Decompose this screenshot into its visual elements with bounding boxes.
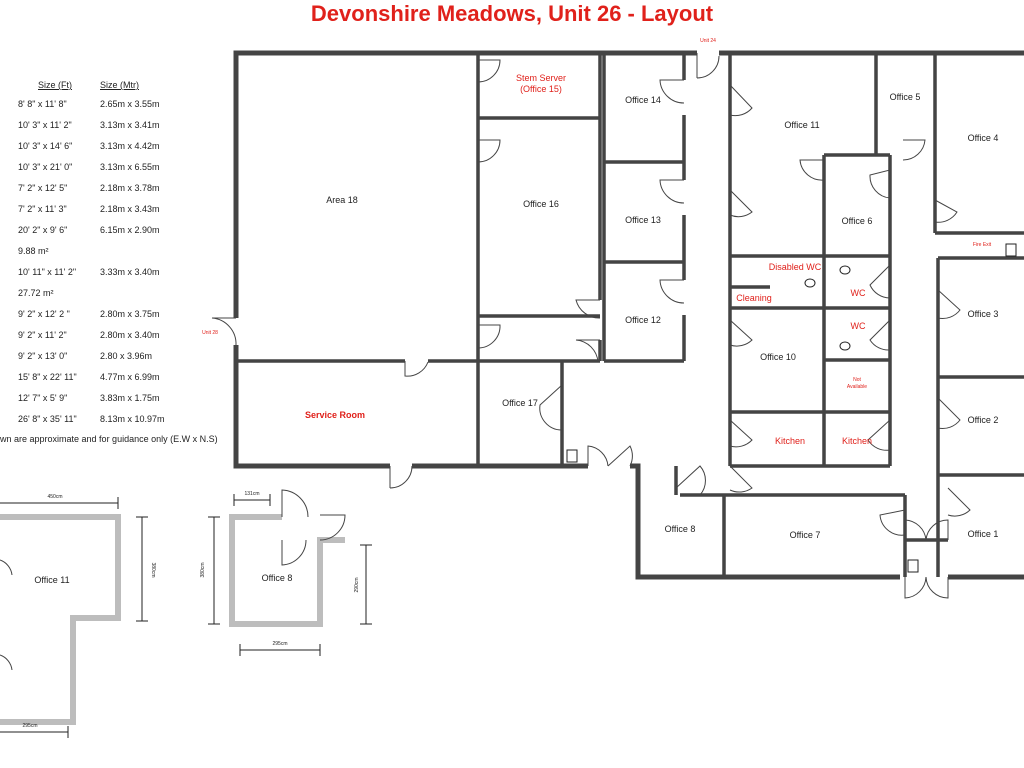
fire-point-icon	[1005, 243, 1017, 257]
detail-office-8-dim-top: 131cm	[244, 491, 259, 497]
page-title: Devonshire Meadows, Unit 26 - Layout	[310, 1, 714, 26]
table-row-m: 3.13m x 4.42m	[100, 141, 160, 151]
room-label-office-12: Office 12	[625, 315, 661, 325]
neighbour-label-unit-24: Unit 24	[700, 38, 716, 44]
table-row-m: 4.77m x 6.99m	[100, 372, 160, 382]
table-row-ft: 20' 2" x 9' 6"	[18, 225, 68, 235]
table-row-m: 2.65m x 3.55m	[100, 99, 160, 109]
table-row-ft: 7' 2" x 11' 3"	[18, 204, 67, 214]
room-label-office-7: Office 7	[790, 530, 821, 540]
table-row-ft: 9' 2" x 11' 2"	[18, 330, 67, 340]
table-row-m: 2.18m x 3.43m	[100, 204, 160, 214]
detail-office-11-dim-right: 380cm	[150, 562, 156, 577]
table-row-m: 6.15m x 2.90m	[100, 225, 160, 235]
size-ft-header: Size (Ft)	[38, 80, 73, 90]
room-label-wc-lower: WC	[851, 321, 866, 331]
detail-office-11: Office 11 450cm 380cm 295cm	[0, 494, 156, 738]
room-label-kitchen-left: Kitchen	[775, 436, 805, 446]
room-label-office-6: Office 6	[842, 216, 873, 226]
table-row-ft: 10' 3" x 21' 0"	[18, 162, 73, 172]
room-label-office-13: Office 13	[625, 215, 661, 225]
table-row-ft: 8' 8" x 11' 8"	[18, 99, 67, 109]
room-label-disabled-wc: Disabled WC	[769, 262, 822, 272]
table-row-m: 8.13m x 10.97m	[100, 414, 165, 424]
table-row-ft: 12' 7" x 5' 9"	[18, 393, 68, 403]
detail-office-8-dim-left: 380cm	[200, 562, 206, 577]
room-label-office-1: Office 1	[968, 529, 999, 539]
table-row-ft: 10' 3" x 11' 2"	[18, 120, 72, 130]
table-row-m: 3.33m x 3.40m	[100, 267, 160, 277]
table-note: wn are approximate and for guidance only…	[0, 434, 218, 444]
table-row-m: 3.83m x 1.75m	[100, 393, 160, 403]
detail-office-8-label: Office 8	[262, 573, 293, 583]
room-label-service-room: Service Room	[305, 410, 365, 420]
table-row-m: 2.18m x 3.78m	[100, 183, 160, 193]
room-label-office-8: Office 8	[665, 524, 696, 534]
room-label-office-3: Office 3	[968, 309, 999, 319]
fire-exit-label: Fire Exit	[973, 242, 992, 248]
table-row-ft: 9.88 m²	[18, 246, 49, 256]
detail-office-8-dim-right: 290cm	[354, 577, 360, 592]
room-label-office-16: Office 16	[523, 199, 559, 209]
fire-point-icon	[907, 559, 919, 573]
size-m-header: Size (Mtr)	[100, 80, 139, 90]
room-label-office-4: Office 4	[968, 133, 999, 143]
room-label-office-5: Office 5	[890, 92, 921, 102]
detail-office-11-dim-bottom: 295cm	[22, 723, 37, 729]
fixtures	[566, 243, 1017, 573]
room-label-office-17: Office 17	[502, 398, 538, 408]
table-row-m: 2.80m x 3.75m	[100, 309, 160, 319]
table-row-ft: 9' 2" x 12' 2 "	[18, 309, 70, 319]
table-row-ft: 26' 8" x 35' 11"	[18, 414, 77, 424]
table-row-ft: 10' 3" x 14' 6"	[18, 141, 73, 151]
detail-office-11-dim-top: 450cm	[47, 494, 62, 500]
table-row-m: 2.80 x 3.96m	[100, 351, 153, 361]
table-row-ft: 7' 2" x 12' 5"	[18, 183, 68, 193]
interior-walls	[236, 53, 1024, 577]
room-label-wc-upper: WC	[851, 288, 866, 298]
room-label-office-11: Office 11	[784, 120, 819, 130]
toilet-icon	[839, 341, 851, 351]
table-row-ft: 27.72 m²	[18, 288, 54, 298]
room-label-office-2: Office 2	[968, 415, 999, 425]
table-row-m: 3.13m x 3.41m	[100, 120, 160, 130]
room-label-not-available-sub: Available	[847, 384, 867, 390]
toilet-icon	[804, 278, 816, 288]
table-row-ft: 15' 8" x 22' 11"	[18, 372, 77, 382]
room-label-stem-server: Stem Server	[516, 73, 566, 83]
table-row-ft: 9' 2" x 13' 0"	[18, 351, 68, 361]
table-row-m: 3.13m x 6.55m	[100, 162, 160, 172]
room-label-not-available: Not	[853, 377, 861, 383]
table-row-ft: 10' 11" x 11' 2"	[18, 267, 77, 277]
doors	[211, 53, 971, 599]
outer-walls	[233, 50, 1024, 580]
table-row-m: 2.80m x 3.40m	[100, 330, 160, 340]
fire-point-icon	[566, 449, 578, 463]
room-label-office-10: Office 10	[760, 352, 796, 362]
detail-office-8-dim-bottom: 295cm	[272, 641, 287, 647]
room-label-stem-server-sub: (Office 15)	[520, 84, 562, 94]
room-label-cleaning: Cleaning	[736, 293, 772, 303]
room-label-kitchen-right: Kitchen	[842, 436, 872, 446]
detail-office-11-label: Office 11	[34, 575, 69, 585]
room-label-area-18: Area 18	[326, 195, 358, 205]
neighbour-label-unit-28: Unit 28	[202, 330, 218, 336]
room-label-office-14: Office 14	[625, 95, 661, 105]
detail-office-8: Office 8 131cm 380cm 290cm 295cm	[200, 489, 372, 656]
toilet-icon	[839, 265, 851, 275]
